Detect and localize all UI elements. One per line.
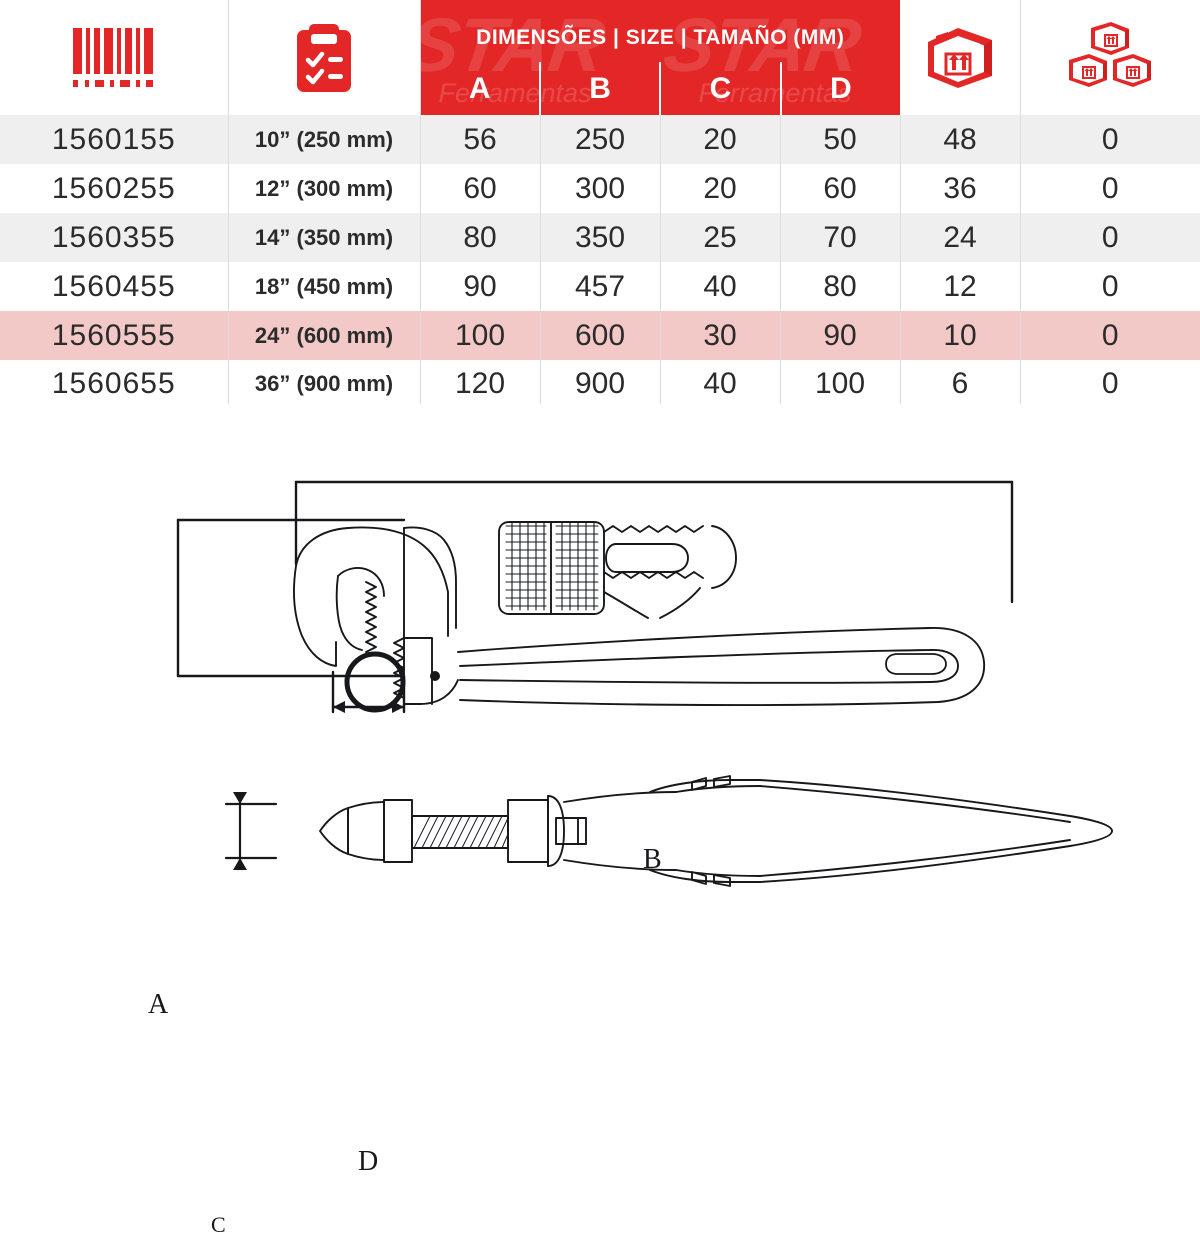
cell-inner-pack: 6 (900, 360, 1020, 409)
arrowhead-c-bottom (233, 858, 247, 870)
single-box-icon (900, 0, 1020, 115)
cell-size: 10” (250 mm) (228, 115, 420, 164)
subheader-D: D (782, 62, 900, 115)
dimension-label-d: D (358, 1146, 378, 1178)
cell-dim-a: 60 (420, 164, 540, 213)
cell-dim-d: 100 (780, 360, 900, 409)
arrowhead-d-left (333, 701, 345, 713)
pivot-pin (430, 671, 440, 681)
hanging-hole (886, 654, 946, 674)
thread-hatching (414, 816, 508, 848)
cell-dim-c: 25 (660, 213, 780, 262)
cell-dim-b: 350 (540, 213, 660, 262)
cell-size: 18” (450 mm) (228, 262, 420, 311)
cell-master-pack: 0 (1020, 213, 1200, 262)
table-row: 1560155 10” (250 mm) 56 250 20 50 48 0 (0, 115, 1200, 164)
cell-dim-a: 100 (420, 311, 540, 360)
cell-dim-b: 250 (540, 115, 660, 164)
cell-size: 36” (900 mm) (228, 360, 420, 409)
cell-inner-pack: 10 (900, 311, 1020, 360)
cell-master-pack: 0 (1020, 262, 1200, 311)
table-row: 1560255 12” (300 mm) 60 300 20 60 36 0 (0, 164, 1200, 213)
cell-inner-pack: 24 (900, 213, 1020, 262)
dimension-label-b: B (643, 844, 662, 876)
product-specification-table: STAR STAR Ferramentas Ferramentas DIMENS… (0, 0, 1200, 410)
column-header-master-pack (1020, 0, 1200, 115)
technical-drawing-area: A B D C (0, 404, 1200, 900)
cell-dim-c: 20 (660, 164, 780, 213)
cell-inner-pack: 36 (900, 164, 1020, 213)
cell-size: 12” (300 mm) (228, 164, 420, 213)
cell-dim-d: 80 (780, 262, 900, 311)
cell-size: 14” (350 mm) (228, 213, 420, 262)
cell-product-code: 1560355 (0, 213, 228, 262)
dimensions-title: DIMENSÕES | SIZE | TAMAÑO (MM) (421, 26, 901, 50)
column-header-inner-pack (900, 0, 1020, 115)
table-row: 1560655 36” (900 mm) 120 900 40 100 6 0 (0, 360, 1200, 409)
column-header-size (228, 0, 420, 115)
barcode-icon (0, 0, 228, 115)
cell-product-code: 1560155 (0, 115, 228, 164)
cell-dim-d: 50 (780, 115, 900, 164)
cell-dim-c: 40 (660, 262, 780, 311)
cell-master-pack: 0 (1020, 164, 1200, 213)
dimension-line-c (226, 800, 276, 862)
wrench-side-view (294, 522, 984, 710)
cell-dim-a: 80 (420, 213, 540, 262)
cell-dim-d: 90 (780, 311, 900, 360)
cell-master-pack: 0 (1020, 115, 1200, 164)
cell-dim-a: 120 (420, 360, 540, 409)
cell-inner-pack: 12 (900, 262, 1020, 311)
table-header-row: STAR STAR Ferramentas Ferramentas DIMENS… (0, 0, 1200, 115)
cell-dim-c: 20 (660, 115, 780, 164)
subheader-B: B (541, 62, 661, 115)
knurled-texture (506, 522, 598, 610)
cell-dim-c: 40 (660, 360, 780, 409)
dimension-subheaders: A B C D (421, 62, 901, 115)
cell-product-code: 1560555 (0, 311, 228, 360)
cell-master-pack: 0 (1020, 311, 1200, 360)
cell-size: 24” (600 mm) (228, 311, 420, 360)
wrench-bottom-view (320, 776, 1112, 886)
multiple-boxes-icon (1021, 0, 1200, 115)
cell-dim-b: 900 (540, 360, 660, 409)
subheader-C: C (661, 62, 781, 115)
cell-dim-a: 56 (420, 115, 540, 164)
cell-dim-d: 70 (780, 213, 900, 262)
table-row: 1560455 18” (450 mm) 90 457 40 80 12 0 (0, 262, 1200, 311)
table-row-highlighted: 1560555 24” (600 mm) 100 600 30 90 10 0 (0, 311, 1200, 360)
cell-product-code: 1560255 (0, 164, 228, 213)
dimension-label-c: C (211, 1212, 226, 1238)
cell-dim-d: 60 (780, 164, 900, 213)
subheader-A: A (421, 62, 541, 115)
cell-dim-b: 300 (540, 164, 660, 213)
dimension-label-a: A (148, 989, 168, 1021)
cell-dim-b: 457 (540, 262, 660, 311)
cell-inner-pack: 48 (900, 115, 1020, 164)
cell-dim-c: 30 (660, 311, 780, 360)
arrowhead-c-top (233, 792, 247, 804)
table-row: 1560355 14” (350 mm) 80 350 25 70 24 0 (0, 213, 1200, 262)
clipboard-checklist-icon (229, 0, 420, 115)
cell-master-pack: 0 (1020, 360, 1200, 409)
column-header-dimensions: STAR STAR Ferramentas Ferramentas DIMENS… (420, 0, 900, 115)
cell-product-code: 1560455 (0, 262, 228, 311)
cell-dim-a: 90 (420, 262, 540, 311)
cell-product-code: 1560655 (0, 360, 228, 409)
pipe-wrench-drawing (0, 404, 1200, 900)
cell-dim-b: 600 (540, 311, 660, 360)
column-header-product-code (0, 0, 228, 115)
